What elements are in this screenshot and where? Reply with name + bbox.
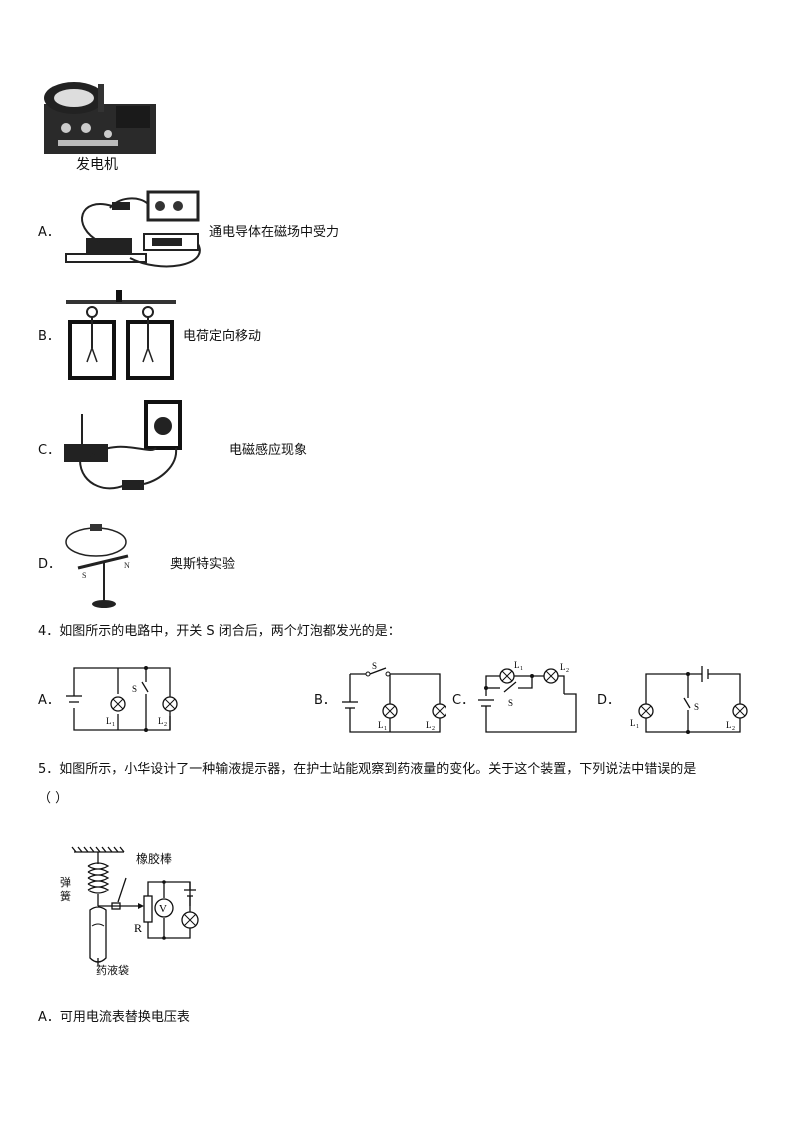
induction-experiment-image [64, 400, 182, 490]
l2-label: L [560, 662, 566, 672]
l2-subscript: 2 [164, 722, 167, 728]
q3-option-a-text: 通电导体在磁场中受力 [209, 225, 340, 240]
svg-text:S: S [82, 571, 86, 580]
l1-subscript: 1 [520, 666, 523, 672]
l1-subscript: 1 [384, 726, 387, 732]
l2-label: L [426, 720, 432, 730]
oersted-experiment-image: S N [65, 524, 130, 608]
q5-answer-paren: （ ） [38, 791, 69, 806]
switch-label: S [132, 684, 137, 694]
q4-option-c-letter: C． [452, 693, 475, 708]
q5-option-a: A．可用电流表替换电压表 [38, 1010, 190, 1025]
q4-stem: 4．如图所示的电路中，开关 S 闭合后，两个灯泡都发光的是： [38, 624, 401, 639]
switch-label: S [694, 702, 699, 712]
q5-infusion-figure: V R [71, 846, 199, 966]
resistor-label: R [134, 921, 142, 935]
q3-option-b-figure [60, 286, 182, 384]
q3-option-d-letter: D． [38, 557, 62, 572]
q4-option-a-letter: A． [38, 693, 60, 708]
q5-stem: 5．如图所示，小华设计了一种输液提示器，在护士站能观察到药液量的变化。关于这个装… [38, 762, 697, 777]
l1-label: L [378, 720, 384, 730]
spring-label-2: 簧 [60, 890, 71, 903]
q3-option-c-figure [60, 396, 188, 500]
q3-option-b-text: 电荷定向移动 [183, 329, 262, 344]
q3-option-d-figure: S N [60, 516, 144, 612]
q3-option-a-letter: A． [38, 225, 60, 240]
motor-experiment-image [65, 190, 201, 268]
q4-circuit-b: S L 1 L 2 [342, 661, 446, 733]
l1-label: L [106, 716, 112, 726]
l1-label: L [514, 660, 520, 670]
switch-label: S [372, 661, 377, 671]
q3-option-d-text: 奥斯特实验 [170, 557, 236, 572]
l2-subscript: 2 [566, 668, 569, 674]
q4-circuit-c: L 1 L 2 S [478, 660, 577, 733]
q4-option-d-letter: D． [597, 693, 621, 708]
l2-label: L [726, 720, 732, 730]
l1-subscript: 1 [636, 724, 639, 730]
switch-label: S [508, 698, 513, 708]
q3-option-c-text: 电磁感应现象 [229, 443, 308, 458]
q3-option-c-letter: C． [38, 443, 61, 458]
q4-circuit-d: S L 1 L 2 [630, 666, 748, 734]
q4-option-b-letter: B． [314, 693, 336, 708]
generator-image [38, 76, 166, 176]
l2-label: L [158, 716, 164, 726]
voltmeter-label: V [159, 903, 167, 915]
spring-label-1: 弹 [60, 876, 71, 889]
medicine-bag-label: 药液袋 [96, 964, 129, 977]
l2-subscript: 2 [732, 726, 735, 732]
l1-subscript: 1 [112, 722, 115, 728]
l2-subscript: 2 [432, 726, 435, 732]
q4-circuit-a: S L 1 L 2 [66, 666, 178, 732]
generator-caption: 发电机 [76, 157, 118, 173]
q3-option-a-figure [60, 186, 208, 278]
generator-figure: 发电机 [38, 76, 166, 176]
q3-option-b-letter: B． [38, 329, 60, 344]
electroscope-image [66, 290, 176, 380]
l1-label: L [630, 718, 636, 728]
svg-text:N: N [124, 561, 130, 570]
rubber-rod-label: 橡胶棒 [136, 852, 173, 866]
